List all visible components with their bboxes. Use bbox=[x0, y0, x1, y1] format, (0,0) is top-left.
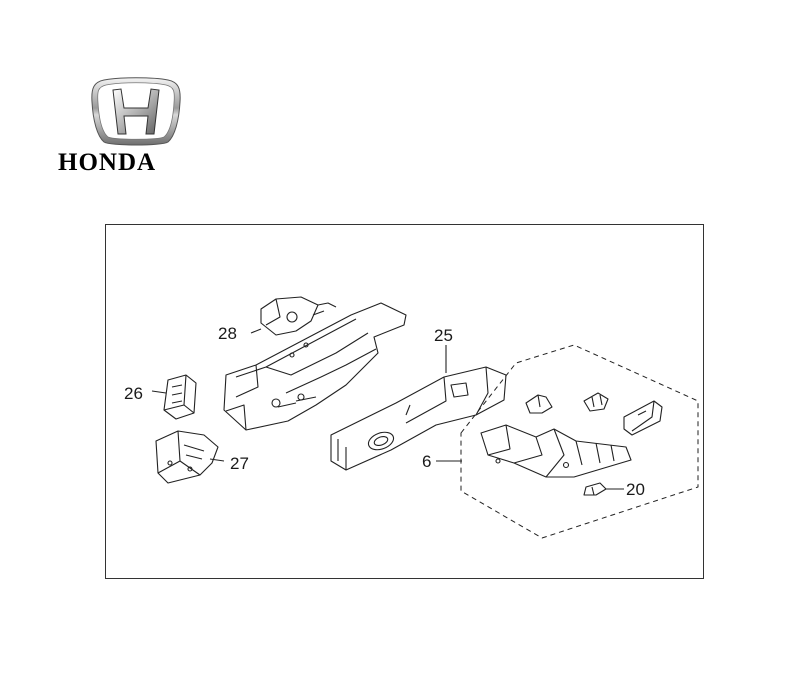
honda-h-badge-icon: HONDA bbox=[58, 77, 181, 176]
callout-28: 28 bbox=[218, 324, 237, 343]
callout-6: 6 bbox=[422, 452, 431, 471]
callout-20: 20 bbox=[626, 480, 645, 499]
callout-25: 25 bbox=[434, 326, 453, 345]
part-6-assembly bbox=[480, 392, 663, 478]
parts-diagram-drawing: 28 25 26 6 27 20 bbox=[124, 296, 699, 539]
parts-diagram: 28 25 26 6 27 20 bbox=[105, 224, 704, 579]
part-28-frame-rail bbox=[223, 296, 407, 431]
part-20-clip bbox=[583, 482, 607, 496]
part-26-bracket bbox=[163, 374, 197, 420]
callout-27: 27 bbox=[230, 454, 249, 473]
callout-26: 26 bbox=[124, 384, 143, 403]
brand-wordmark: HONDA bbox=[58, 149, 156, 176]
honda-logo: HONDA bbox=[58, 76, 213, 176]
part-25-lower-rail bbox=[330, 366, 507, 471]
part-27-gusset bbox=[155, 430, 219, 484]
